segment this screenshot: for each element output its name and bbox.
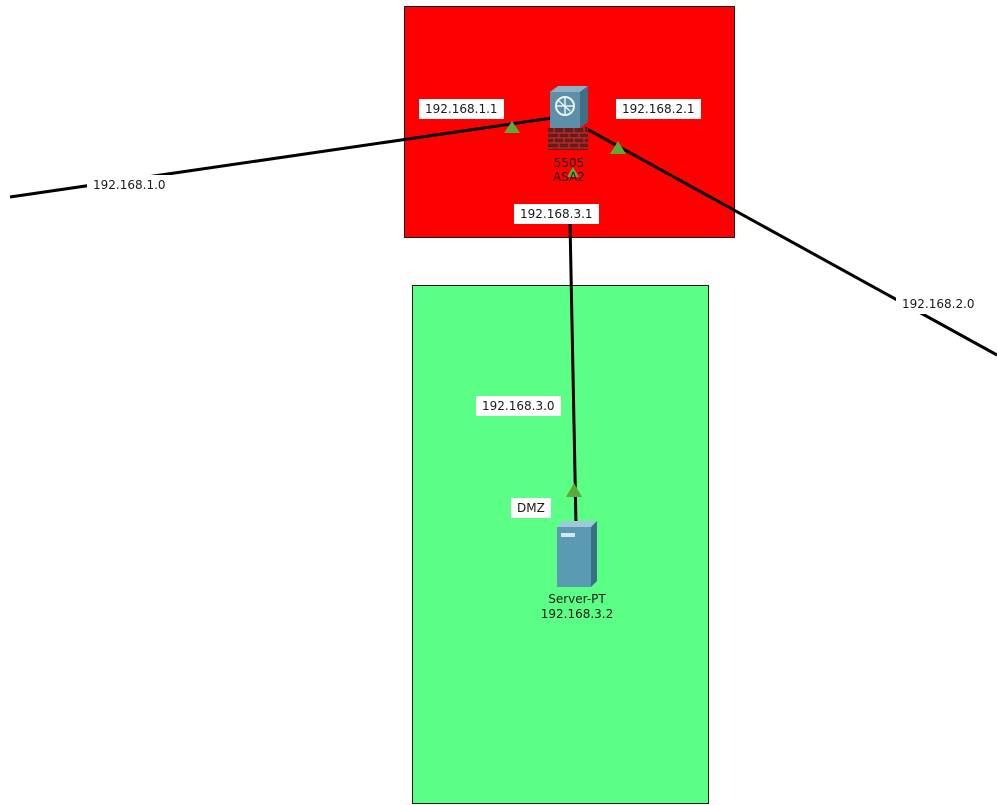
interface-label-inside[interactable]: 192.168.1.1 xyxy=(419,99,504,119)
interface-label-dmz[interactable]: 192.168.3.1 xyxy=(514,204,599,224)
firewall-icon xyxy=(548,86,588,150)
firewall-device[interactable] xyxy=(546,84,592,154)
firewall-model: 5505 xyxy=(553,156,585,170)
server-icon xyxy=(557,521,597,587)
firewall-name: ASA2 xyxy=(553,170,585,184)
server-ip: 192.168.3.2 xyxy=(540,607,614,621)
interface-label-outside[interactable]: 192.168.2.1 xyxy=(616,99,701,119)
server-name: Server-PT xyxy=(548,592,606,606)
network-label-right[interactable]: 192.168.2.0 xyxy=(896,294,981,314)
network-label-left[interactable]: 192.168.1.0 xyxy=(87,175,172,195)
network-label-dmz[interactable]: 192.168.3.0 xyxy=(476,396,561,416)
zone-label-dmz[interactable]: DMZ xyxy=(511,498,551,518)
server-device[interactable] xyxy=(555,519,599,589)
